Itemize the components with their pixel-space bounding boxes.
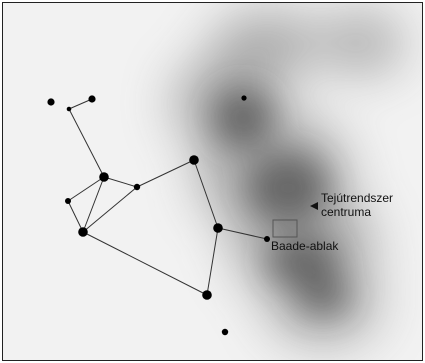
- star-chart-frame: Tejútrendszer centruma Baade-ablak: [2, 2, 423, 361]
- star: [221, 328, 229, 336]
- line-9: [193, 159, 219, 229]
- star: [66, 106, 72, 112]
- star: [133, 183, 141, 191]
- line-2: [68, 108, 105, 178]
- star: [78, 227, 88, 237]
- line-4: [67, 200, 84, 233]
- line-5: [82, 176, 105, 233]
- line-3: [67, 176, 105, 202]
- line-12: [217, 227, 268, 240]
- line-7: [82, 186, 138, 233]
- line-11: [206, 227, 219, 296]
- galactic-center-label: Tejútrendszer centruma: [321, 191, 393, 219]
- star: [241, 95, 247, 101]
- star: [202, 290, 212, 300]
- constellation-lines: [67, 98, 268, 296]
- star: [65, 198, 71, 204]
- line-1: [68, 98, 93, 110]
- line-8: [136, 159, 195, 188]
- baade-window-box: [272, 219, 298, 238]
- line-6: [103, 176, 138, 188]
- center-pointer-icon: [310, 202, 318, 210]
- star: [213, 223, 223, 233]
- star: [47, 98, 55, 106]
- line-10: [82, 231, 208, 296]
- star: [99, 172, 109, 182]
- star-chart: [47, 13, 403, 343]
- milky-way-haze: [173, 13, 403, 343]
- star: [189, 155, 199, 165]
- baade-window-label: Baade-ablak: [271, 239, 339, 253]
- galactic-center-label-line2: centruma: [321, 205, 372, 219]
- star: [264, 236, 270, 242]
- stars: [47, 95, 270, 336]
- galactic-center-label-line1: Tejútrendszer: [321, 191, 394, 205]
- star: [88, 95, 96, 103]
